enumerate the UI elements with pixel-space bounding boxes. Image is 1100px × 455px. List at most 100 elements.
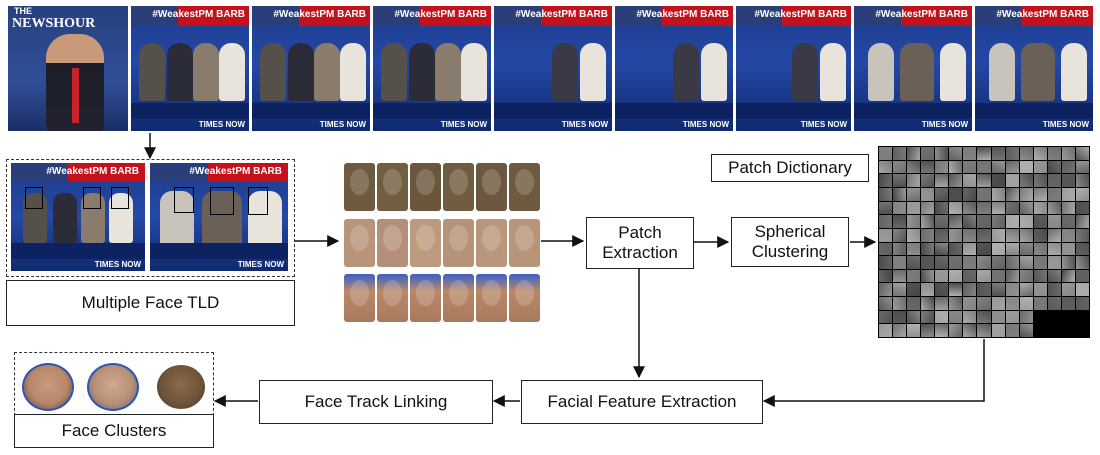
dictionary-patch <box>1047 242 1061 256</box>
dictionary-patch <box>963 256 977 269</box>
face-thumb <box>377 274 408 322</box>
dictionary-patch <box>949 147 963 160</box>
dictionary-patch <box>949 228 963 242</box>
dictionary-patch <box>1019 256 1033 269</box>
dictionary-patch <box>1005 283 1019 297</box>
dictionary-patch <box>991 187 1005 201</box>
patch-dictionary-label: Patch Dictionary <box>711 154 869 182</box>
dictionary-patch <box>935 201 949 215</box>
dictionary-patch <box>907 147 921 160</box>
face-thumb <box>443 163 474 211</box>
dictionary-patch <box>963 310 977 324</box>
dictionary-patch <box>977 215 991 228</box>
dictionary-patch <box>1019 160 1033 174</box>
dictionary-patch <box>1075 256 1089 269</box>
face-detection-box <box>174 187 194 213</box>
dictionary-patch <box>963 215 977 228</box>
dictionary-patch <box>879 297 893 310</box>
face-cluster-1 <box>22 363 74 411</box>
dictionary-patch <box>921 228 935 242</box>
dictionary-patch <box>949 160 963 174</box>
dictionary-patch <box>907 187 921 201</box>
dictionary-patch <box>949 201 963 215</box>
dictionary-patch <box>1019 147 1033 160</box>
dictionary-patch <box>1005 242 1019 256</box>
dictionary-patch <box>991 215 1005 228</box>
dictionary-patch <box>1005 160 1019 174</box>
dictionary-patch <box>1047 147 1061 160</box>
frame-brand: TIMES NOW <box>319 120 366 129</box>
dictionary-patch <box>1061 324 1075 337</box>
dictionary-patch <box>1005 269 1019 283</box>
dictionary-patch <box>1075 187 1089 201</box>
dictionary-patch <box>921 256 935 269</box>
dictionary-patch <box>977 174 991 187</box>
dictionary-patch <box>879 242 893 256</box>
face-thumb <box>410 274 441 322</box>
dictionary-patch <box>1005 228 1019 242</box>
dictionary-patch <box>893 187 907 201</box>
dictionary-patch <box>935 174 949 187</box>
dictionary-patch <box>1061 228 1075 242</box>
dictionary-patch <box>879 228 893 242</box>
dictionary-patch <box>977 160 991 174</box>
dictionary-patch <box>935 160 949 174</box>
face-thumb <box>509 274 540 322</box>
dictionary-patch <box>907 174 921 187</box>
dictionary-patch <box>1033 324 1047 337</box>
dictionary-patch <box>907 228 921 242</box>
dictionary-patch <box>949 324 963 337</box>
dictionary-patch <box>879 160 893 174</box>
dictionary-patch <box>1005 324 1019 337</box>
dictionary-patch <box>879 256 893 269</box>
dictionary-patch <box>1047 297 1061 310</box>
dictionary-patch <box>921 147 935 160</box>
dictionary-patch <box>935 187 949 201</box>
dictionary-patch <box>893 269 907 283</box>
dictionary-patch <box>1075 201 1089 215</box>
dictionary-patch <box>1075 147 1089 160</box>
dictionary-patch <box>1019 269 1033 283</box>
video-frame-1: #WeakestPM BARB TIMES NOW <box>131 6 249 131</box>
dictionary-patch <box>1047 324 1061 337</box>
dictionary-patch <box>991 324 1005 337</box>
frame-hashtag: #WeakestPM BARB <box>875 9 968 20</box>
dictionary-patch <box>879 283 893 297</box>
dictionary-patch <box>1005 256 1019 269</box>
dictionary-patch <box>879 147 893 160</box>
dictionary-patch <box>1005 201 1019 215</box>
face-thumb <box>344 274 375 322</box>
dictionary-patch <box>949 242 963 256</box>
dictionary-patch <box>1019 201 1033 215</box>
dictionary-patch <box>977 201 991 215</box>
dictionary-patch <box>977 228 991 242</box>
dictionary-patch <box>1033 283 1047 297</box>
dictionary-patch <box>949 187 963 201</box>
dictionary-patch <box>893 228 907 242</box>
tld-frame-2: #WeakestPM BARB TIMES NOW <box>150 163 288 271</box>
dictionary-patch <box>879 174 893 187</box>
dictionary-patch <box>893 201 907 215</box>
dictionary-patch <box>1047 310 1061 324</box>
face-thumb <box>377 163 408 211</box>
face-detection-box <box>248 187 268 215</box>
dictionary-patch <box>1033 242 1047 256</box>
channel-logo: NEWSHOUR <box>12 16 96 31</box>
face-cluster-3 <box>155 363 207 411</box>
face-thumb <box>443 274 474 322</box>
dictionary-patch <box>991 283 1005 297</box>
dictionary-patch <box>1033 269 1047 283</box>
face-track-linking-box: Face Track Linking <box>259 380 493 424</box>
dictionary-patch <box>1033 310 1047 324</box>
video-frame-anchor: THE NEWSHOUR <box>8 6 128 131</box>
dictionary-patch <box>879 201 893 215</box>
dictionary-patch <box>921 160 935 174</box>
dictionary-patch <box>1005 174 1019 187</box>
dictionary-patch <box>1061 242 1075 256</box>
face-detection-box <box>210 187 234 215</box>
dictionary-patch <box>963 228 977 242</box>
dictionary-patch <box>1061 174 1075 187</box>
dictionary-patch <box>907 215 921 228</box>
frame-hashtag: #WeakestPM BARB <box>394 9 487 20</box>
